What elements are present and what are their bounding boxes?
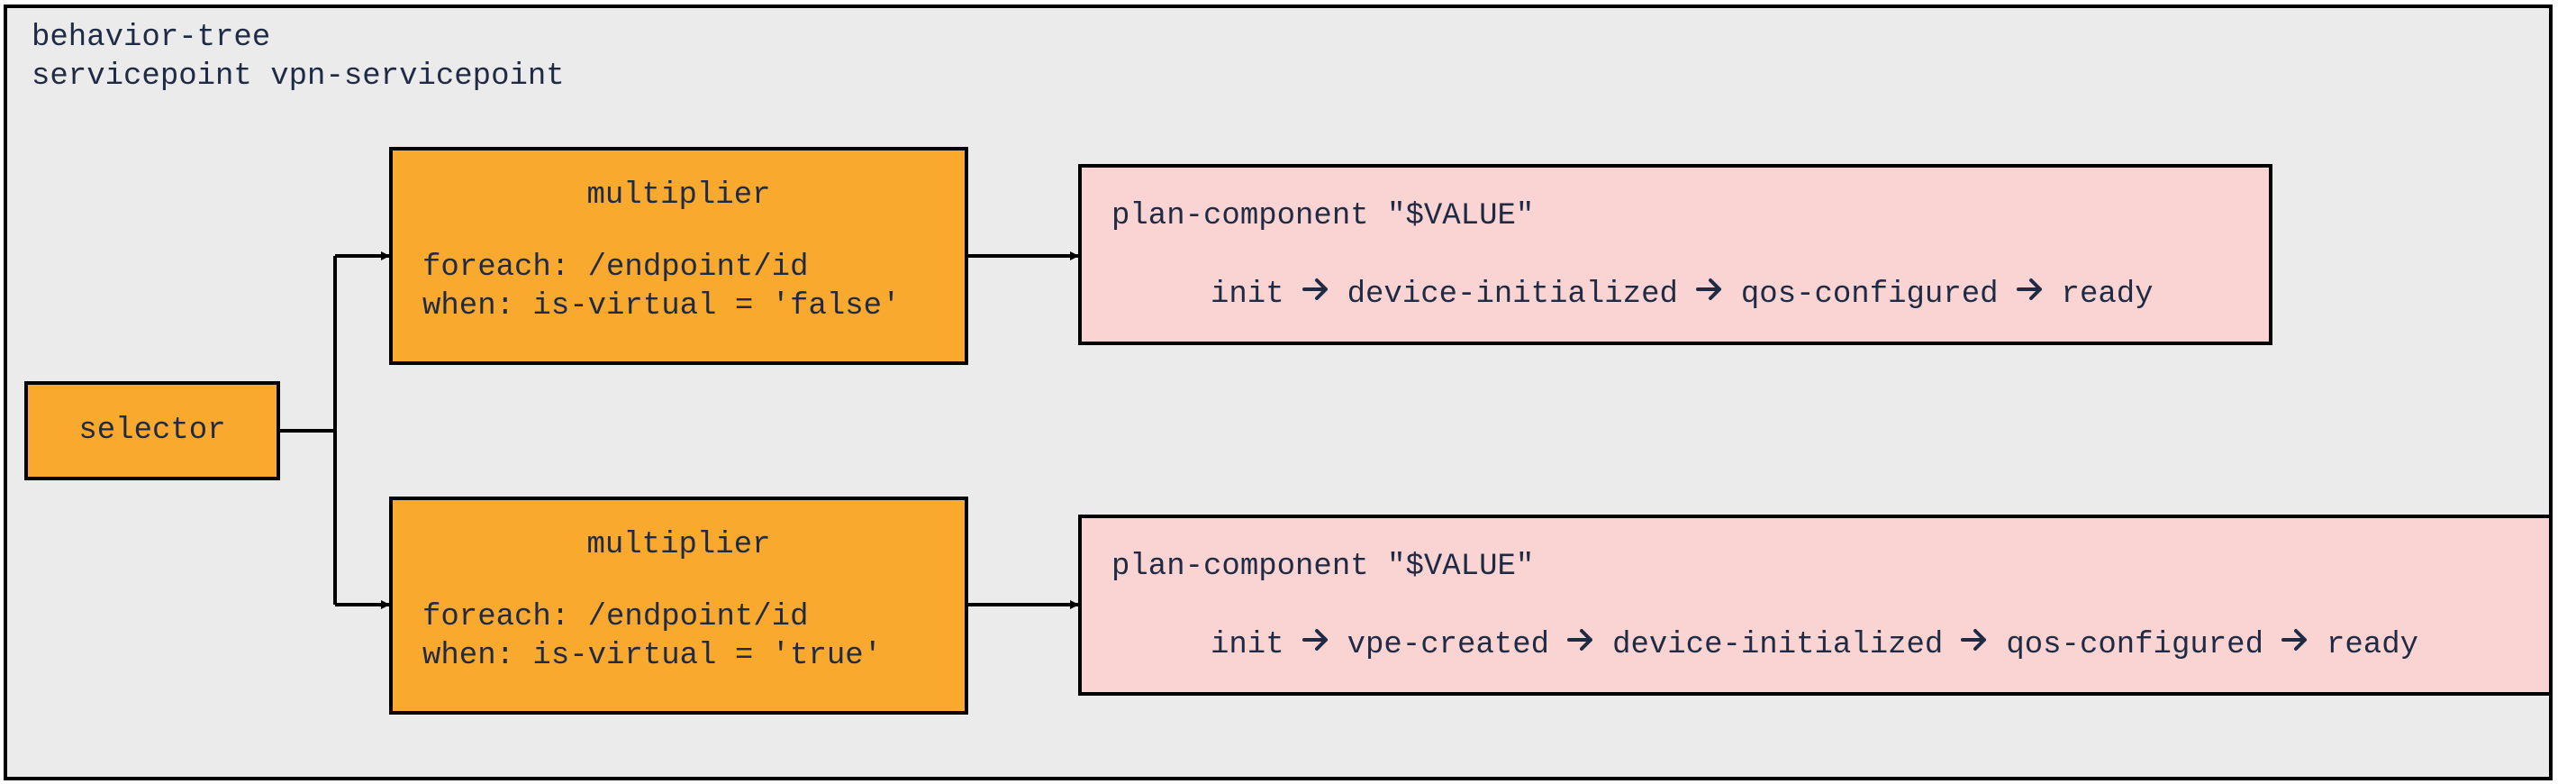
selector-label: selector (78, 414, 226, 448)
diagram-subtitle: servicepoint vpn-servicepoint (32, 59, 565, 94)
plan-states: init vpe-created device-initialized qos-… (1211, 625, 2418, 665)
multiplier-foreach: foreach: /endpoint/id (422, 600, 809, 634)
state-label: init (1211, 628, 1284, 662)
state-label: qos-configured (1740, 278, 1999, 312)
state-label: device-initialized (1347, 278, 1678, 312)
arrow-right-icon (2281, 625, 2308, 665)
plan-component-title: plan-component "$VALUE" (1111, 550, 1535, 584)
plan-component-title: plan-component "$VALUE" (1111, 199, 1535, 233)
plan-states: init device-initialized qos-configured r… (1211, 275, 2154, 315)
state-label: init (1211, 278, 1284, 312)
selector-node: selector (24, 381, 280, 480)
arrow-right-icon (1961, 625, 1988, 665)
arrow-right-icon (2016, 275, 2044, 315)
state-label: ready (2326, 628, 2419, 662)
multiplier-when: when: is-virtual = 'true' (422, 639, 883, 673)
diagram-title: behavior-tree (32, 21, 271, 55)
arrow-right-icon (1695, 275, 1723, 315)
arrow-right-icon (1302, 275, 1329, 315)
state-label: ready (2061, 278, 2154, 312)
state-label: device-initialized (1612, 628, 1944, 662)
plan-component-node-1: plan-component "$VALUE" init device-init… (1078, 164, 2272, 345)
multiplier-foreach: foreach: /endpoint/id (422, 251, 809, 285)
multiplier-title: multiplier (586, 528, 771, 562)
state-label: qos-configured (2006, 628, 2263, 662)
multiplier-title: multiplier (586, 178, 771, 213)
multiplier-node-false: multiplier foreach: /endpoint/id when: i… (389, 147, 968, 365)
state-label: vpe-created (1347, 628, 1550, 662)
multiplier-node-true: multiplier foreach: /endpoint/id when: i… (389, 497, 968, 715)
multiplier-when: when: is-virtual = 'false' (422, 289, 901, 324)
plan-component-node-2: plan-component "$VALUE" init vpe-created… (1078, 515, 2553, 696)
arrow-right-icon (1302, 625, 1329, 665)
arrow-right-icon (1567, 625, 1594, 665)
